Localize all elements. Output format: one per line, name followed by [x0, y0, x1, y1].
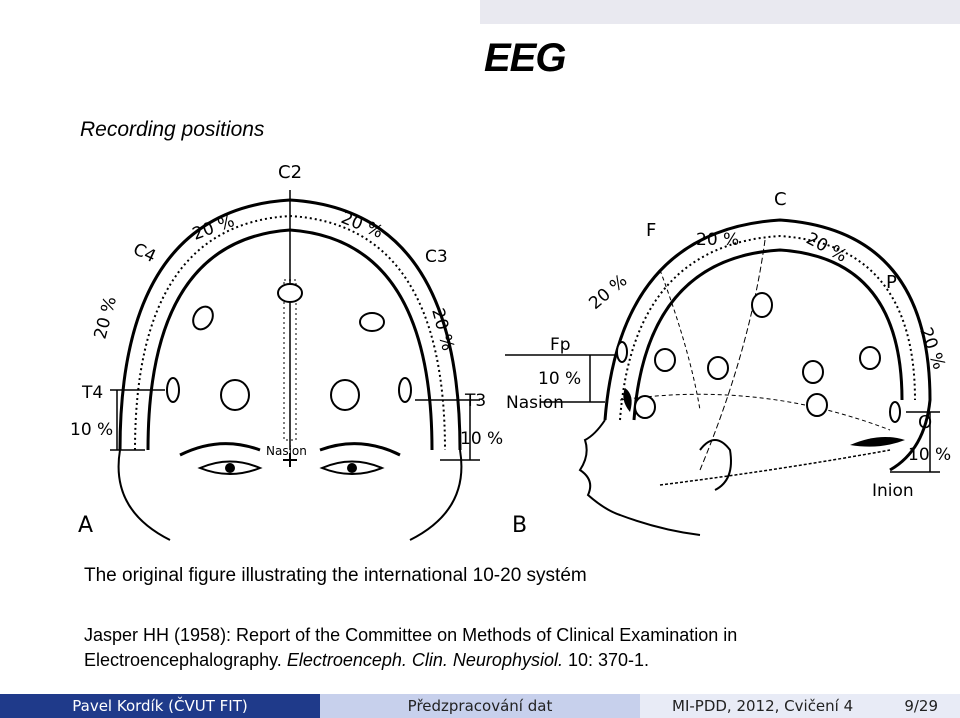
label-20pct-a-upper-left: 20 % — [190, 211, 237, 245]
electrode-c2 — [277, 283, 303, 303]
label-10pct-b-o: 10 % — [908, 445, 951, 465]
label-20pct-a-upper-right: 20 % — [338, 208, 386, 243]
label-t4: T4 — [81, 383, 103, 403]
label-o: O — [918, 412, 932, 433]
label-c2: C2 — [278, 162, 302, 183]
label-f: F — [646, 220, 656, 241]
label-10pct-a-right: 10 % — [460, 429, 503, 449]
citation-journal: Electroenceph. Clin. Neurophysiol. — [286, 650, 563, 670]
label-c3: C3 — [425, 247, 448, 267]
label-20pct-b-top-left: 20 % — [585, 271, 631, 314]
footer-author: Pavel Kordík (ČVUT FIT) — [0, 694, 320, 718]
label-nasion-b: Nasion — [506, 393, 564, 413]
footer-author-text: Pavel Kordík (ČVUT FIT) — [72, 697, 248, 715]
panel-b: C F P Fp O 20 % 20 % 20 % 20 % 10 % Nasi… — [505, 189, 951, 538]
slide-footer: Pavel Kordík (ČVUT FIT) Předzpracování d… — [0, 694, 960, 718]
panel-letter-a: A — [78, 513, 93, 538]
panel-letter-b: B — [512, 513, 527, 538]
footer-page-number: 9/29 — [904, 697, 938, 715]
footer-course-text: Předzpracování dat — [407, 697, 553, 715]
label-inion: Inion — [872, 481, 914, 501]
eeg-figure: C2 C4 C3 20 % 20 % 20 % 20 % T4 T3 10 % … — [70, 162, 951, 541]
label-20pct-b-right: 20 % — [915, 325, 949, 372]
footer-event: MI-PDD, 2012, Cvičení 4 9/29 — [640, 694, 960, 718]
citation: Jasper HH (1958): Report of the Committe… — [84, 623, 934, 673]
label-fp: Fp — [550, 335, 571, 355]
footer-event-text: MI-PDD, 2012, Cvičení 4 — [672, 697, 854, 715]
footer-course: Předzpracování dat — [320, 694, 640, 718]
label-p: P — [886, 272, 897, 293]
label-10pct-a-left: 10 % — [70, 420, 113, 440]
label-10pct-b-fp: 10 % — [538, 369, 581, 389]
label-20pct-a-side-right: 20 % — [427, 306, 458, 353]
label-t3: T3 — [464, 391, 486, 411]
label-c4: C4 — [130, 239, 159, 267]
citation-text: Jasper HH (1958): Report of the Committe… — [84, 625, 738, 670]
citation-volume: 10: 370-1. — [568, 650, 650, 670]
label-c: C — [774, 189, 787, 210]
navigation-strip — [480, 0, 960, 24]
slide-subtitle: Recording positions — [80, 118, 265, 141]
label-20pct-a-side-left: 20 % — [91, 294, 122, 341]
label-nasion-a: Nasion — [266, 444, 307, 458]
figure-caption: The original figure illustrating the int… — [84, 565, 587, 586]
label-20pct-b-f: 20 % — [696, 230, 739, 250]
slide-title: EEG — [484, 36, 566, 80]
panel-a: C2 C4 C3 20 % 20 % 20 % 20 % T4 T3 10 % … — [70, 162, 503, 541]
